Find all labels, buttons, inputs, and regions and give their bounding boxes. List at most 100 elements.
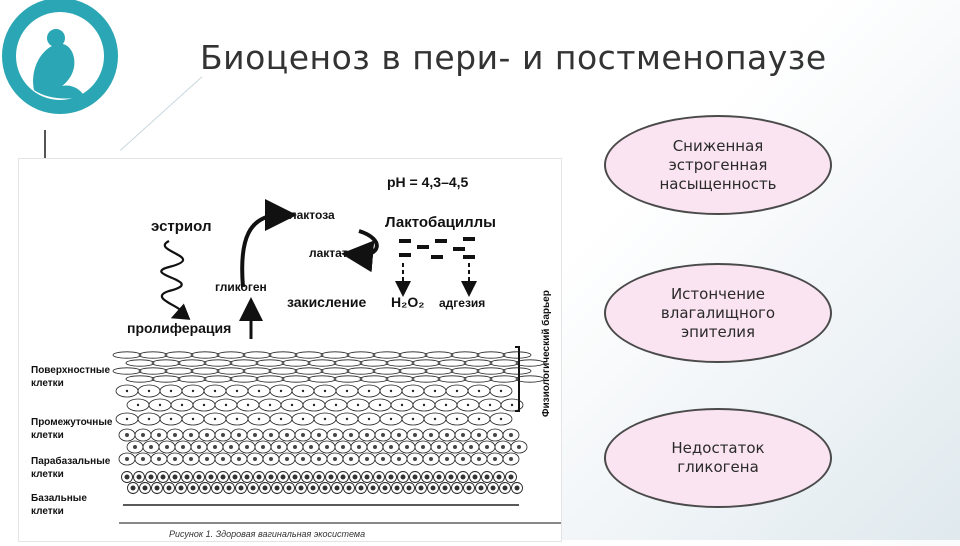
cell <box>443 486 448 491</box>
cell <box>230 360 258 366</box>
cell <box>477 368 505 374</box>
cell <box>490 376 518 382</box>
proliferation-label: пролиферация <box>127 320 231 336</box>
cell <box>477 352 505 358</box>
cell <box>429 433 433 437</box>
cell <box>203 486 208 491</box>
cell <box>445 433 449 437</box>
cell <box>397 457 401 461</box>
cell <box>477 433 481 437</box>
cell <box>209 475 214 480</box>
cell <box>125 457 129 461</box>
cell <box>346 390 348 392</box>
cell <box>217 352 245 358</box>
cell <box>503 486 508 491</box>
page-title: Биоценоз в пери- и постменопаузе <box>200 38 920 77</box>
cell <box>317 433 321 437</box>
cell <box>395 486 400 491</box>
cell <box>189 433 193 437</box>
cell <box>503 352 531 358</box>
ellipse-glycogen: Недостаток гликогена <box>604 408 832 508</box>
cell <box>461 457 465 461</box>
cell <box>425 352 453 358</box>
cell <box>236 418 238 420</box>
cell <box>377 475 382 480</box>
epithelium-cells <box>113 352 544 505</box>
cell <box>478 418 480 420</box>
cell <box>256 376 284 382</box>
cell <box>139 368 167 374</box>
cell <box>477 457 481 461</box>
cell <box>451 368 479 374</box>
barrier-bracket <box>515 347 519 411</box>
cell <box>425 475 430 480</box>
cell <box>126 360 154 366</box>
cell <box>302 390 304 392</box>
ecosystem-diagram: pH = 4,3–4,5 эстриол лактоза Лактобацилл… <box>19 159 561 541</box>
cell <box>405 445 409 449</box>
cell <box>449 475 454 480</box>
cell <box>490 360 518 366</box>
cell <box>181 445 185 449</box>
cell <box>192 418 194 420</box>
cell <box>334 360 362 366</box>
cell <box>437 445 441 449</box>
cell <box>485 475 490 480</box>
cell <box>302 418 304 420</box>
cell <box>373 368 401 374</box>
cell <box>287 486 292 491</box>
cell <box>178 376 206 382</box>
cell <box>413 475 418 480</box>
cell <box>429 457 433 461</box>
cell <box>324 390 326 392</box>
cell <box>165 352 193 358</box>
cell <box>282 376 310 382</box>
cell <box>390 390 392 392</box>
ellipse-epithelium-text: Истончение влагалищного эпителия <box>638 285 798 342</box>
cell <box>285 433 289 437</box>
cell <box>227 486 232 491</box>
cell <box>325 445 329 449</box>
cell <box>137 404 139 406</box>
cell <box>181 404 183 406</box>
layer-parabasal-1: Парабазальные <box>31 455 111 467</box>
cell <box>467 404 469 406</box>
cell <box>365 475 370 480</box>
cell <box>456 390 458 392</box>
cell <box>317 475 322 480</box>
cell <box>229 445 233 449</box>
cell <box>258 390 260 392</box>
cell <box>324 418 326 420</box>
cell <box>189 457 193 461</box>
cell <box>464 376 492 382</box>
cell <box>381 457 385 461</box>
layer-labels: Поверхностные клетки Промежуточные клетк… <box>31 365 113 517</box>
cell <box>357 404 359 406</box>
estriol-wave <box>161 241 183 315</box>
layer-superficial-1: Поверхностные <box>31 365 110 376</box>
cell <box>295 352 323 358</box>
cell <box>191 368 219 374</box>
cell <box>126 418 128 420</box>
cell <box>389 475 394 480</box>
cell <box>381 433 385 437</box>
estriol-label: эстриол <box>151 218 211 235</box>
cell <box>257 475 262 480</box>
cell <box>461 433 465 437</box>
cell <box>295 368 323 374</box>
cell <box>431 486 436 491</box>
cell <box>437 475 442 480</box>
cell <box>133 445 137 449</box>
cell <box>347 368 375 374</box>
cell <box>509 457 513 461</box>
cell <box>399 352 427 358</box>
logo: МНК <box>0 0 132 132</box>
glycogen-to-lactose-arrow <box>242 215 281 287</box>
cell <box>281 475 286 480</box>
cell <box>305 475 310 480</box>
bacteria-rods <box>399 237 475 259</box>
cell <box>412 390 414 392</box>
cell <box>412 418 414 420</box>
cell <box>456 418 458 420</box>
cell <box>141 457 145 461</box>
